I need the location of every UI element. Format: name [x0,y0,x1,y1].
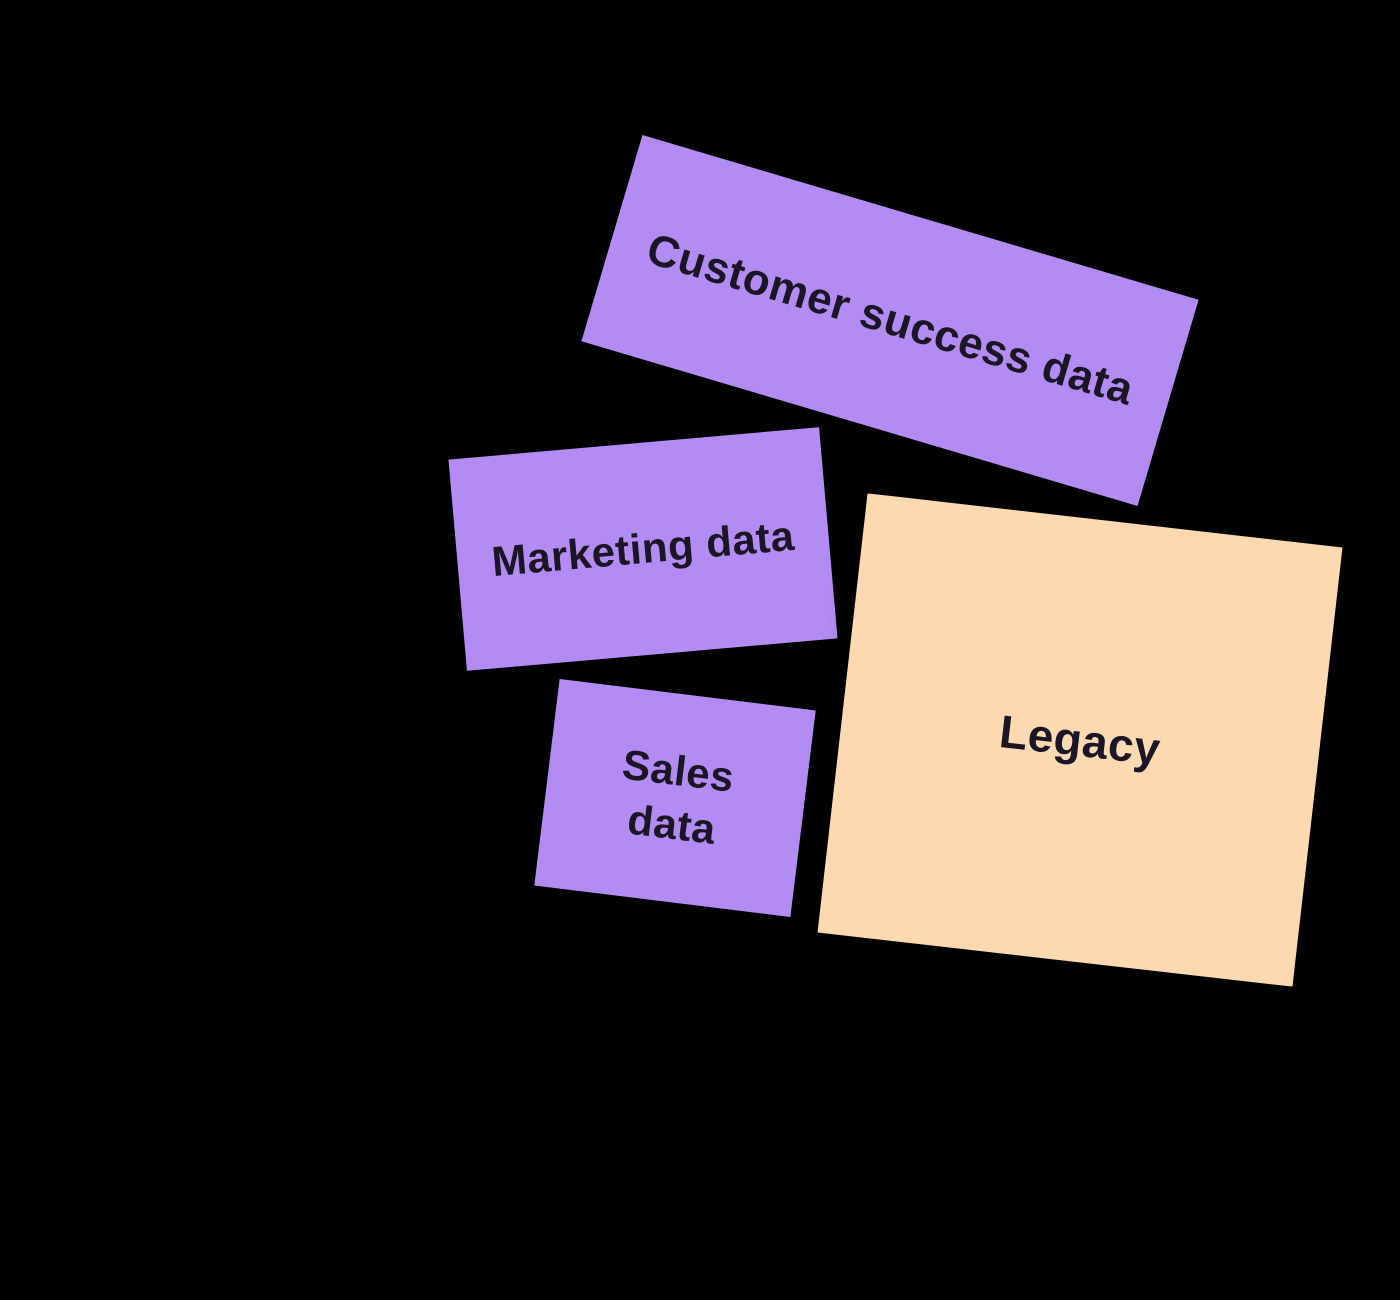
sticky-note-label: Marketing data [489,511,797,586]
sticky-note-label: Legacy [996,704,1164,775]
sticky-note-label: Sales data [619,740,737,854]
sticky-note-label: Customer success data [641,224,1140,416]
sticky-note-sales-data[interactable]: Sales data [534,679,816,917]
sticky-note-marketing-data[interactable]: Marketing data [448,427,838,671]
sticky-note-legacy[interactable]: Legacy [817,493,1343,987]
